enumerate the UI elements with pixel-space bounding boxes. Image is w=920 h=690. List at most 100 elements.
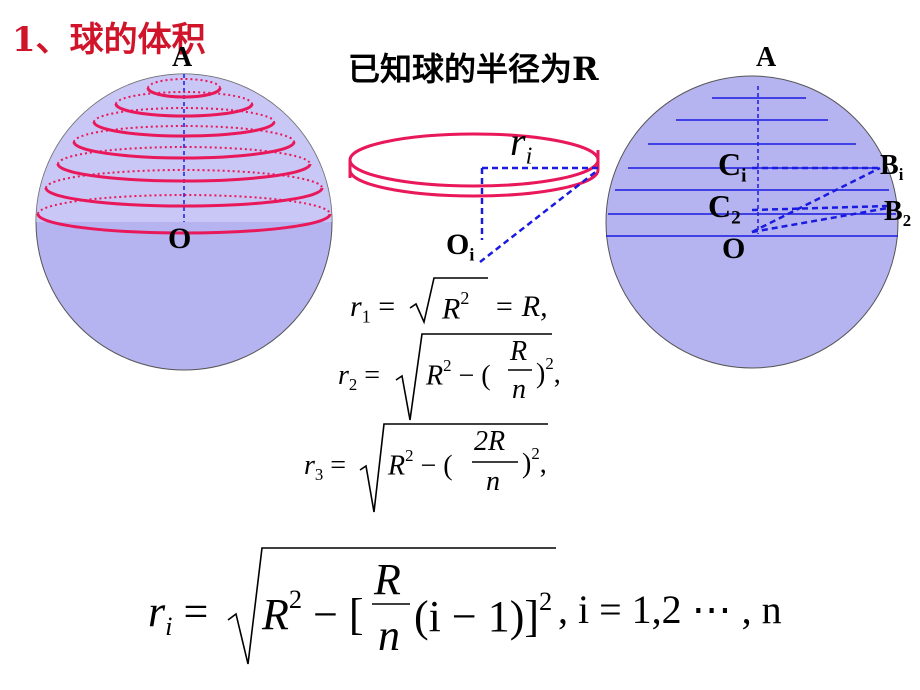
ri-exp: 2	[288, 584, 303, 614]
ri-sub: i	[165, 611, 173, 642]
ri-tail: , i = 1,2 ⋯ , n	[558, 587, 782, 632]
r1-R: R	[442, 292, 461, 326]
label-ci-main: C	[718, 146, 742, 182]
radical-r3	[359, 423, 548, 513]
problem-heading: 已知球的半径为R	[348, 50, 599, 88]
r1-symbol: r	[350, 290, 362, 323]
radical-ri	[227, 547, 556, 665]
left-rings	[36, 87, 332, 235]
formula-r3-radicand: R2 − (	[388, 446, 453, 482]
r2-frac-num: R	[510, 336, 528, 367]
ring-5	[56, 163, 312, 183]
r3-frac-num: 2R	[474, 426, 506, 457]
ri-paren-exp: 2	[539, 586, 553, 616]
ring-2	[114, 103, 254, 118]
formula-ri-radicand: R2 − [	[262, 584, 364, 640]
r2-eq: =	[364, 360, 381, 391]
middle-disc	[348, 132, 600, 263]
radical-signs	[227, 277, 556, 665]
r1-eq: =	[378, 290, 396, 323]
label-c2-main: C	[708, 188, 732, 224]
o-bi-line	[751, 166, 881, 234]
label-a-right: A	[756, 42, 777, 73]
formula-r1-radicand: R2	[442, 288, 469, 326]
right-sphere-body	[605, 75, 899, 369]
ri-paren-text: (i − 1)]	[414, 592, 539, 642]
r2-minus: − (	[458, 360, 491, 392]
ring-3	[92, 121, 276, 138]
label-b2-main: B	[884, 196, 903, 227]
ring-6	[44, 187, 324, 208]
r3-frac-den: n	[486, 466, 500, 497]
r3-close-paren: )	[522, 448, 532, 480]
formula-r3-lhs: r3 =	[304, 450, 346, 485]
r3-symbol: r	[304, 450, 315, 481]
r3-sub: 3	[314, 464, 324, 484]
r2-comma: ,	[553, 358, 561, 390]
ring-7	[36, 213, 332, 235]
fraction-bars	[372, 369, 532, 605]
label-o-right: O	[722, 232, 746, 265]
r2-symbol: r	[338, 360, 349, 391]
left-rings-back	[37, 78, 331, 215]
ri-frac-num: R	[374, 555, 401, 604]
label-ci: Ci	[718, 146, 746, 188]
label-oi-main: O	[446, 228, 470, 261]
o-b2-line	[751, 206, 889, 234]
formula-r1-tail: = R,	[494, 290, 548, 323]
formula-ri-lhs: ri =	[148, 586, 208, 642]
label-c2: C2	[708, 188, 741, 230]
right-sphere	[605, 75, 899, 369]
r2-R: R	[426, 360, 444, 392]
r3-eq: =	[330, 450, 347, 481]
label-c2-sub: 2	[731, 207, 741, 229]
label-oi-sub: i	[469, 244, 475, 265]
formula-r1: r1 =	[350, 290, 395, 327]
r2-close-exp: 2	[545, 354, 554, 373]
r3-minus: − (	[420, 450, 453, 482]
r1-exp: 2	[460, 288, 470, 308]
ri-frac-den: n	[378, 611, 400, 660]
left-sphere	[35, 73, 333, 371]
radical-r1	[409, 277, 488, 325]
formula-r2-lhs: r2 =	[338, 360, 380, 395]
label-ci-sub: i	[741, 165, 747, 187]
r3-exp: 2	[405, 446, 414, 465]
disc-bottom-front	[348, 169, 600, 198]
label-b2: B2	[884, 196, 911, 231]
label-o-left: O	[168, 222, 192, 255]
label-ri-main: r	[510, 119, 526, 164]
disc-slant	[479, 169, 599, 263]
label-bi-sub: i	[898, 164, 904, 184]
formula-r2-radicand: R2 − (	[426, 356, 491, 392]
slide-title: 1、球的体积	[12, 20, 206, 60]
r3-close-exp: 2	[531, 444, 540, 463]
label-b2-sub: 2	[902, 210, 912, 230]
r2-close: )2,	[536, 354, 561, 390]
r2-frac-den: n	[512, 374, 526, 405]
label-ri-sub: i	[525, 143, 533, 170]
ri-minus: − [	[313, 590, 364, 640]
ri-eq: =	[183, 587, 209, 636]
ri-paren: (i − 1)]2	[414, 586, 552, 642]
ri-R: R	[262, 590, 289, 640]
r1-sub: 1	[361, 306, 371, 327]
r3-close: )2,	[522, 444, 547, 480]
label-bi: Bi	[880, 150, 903, 185]
label-ri: ri	[510, 118, 532, 170]
disc-top-front	[348, 159, 600, 188]
label-a-left: A	[172, 42, 193, 73]
disc-top-rim	[348, 132, 600, 161]
label-oi: Oi	[446, 228, 474, 265]
c2-b2-line	[751, 204, 889, 212]
ring-1	[146, 87, 222, 99]
radical-r2	[395, 333, 552, 421]
ring-4	[72, 141, 296, 160]
r3-R: R	[388, 450, 406, 482]
r2-exp: 2	[443, 356, 452, 375]
r2-close-paren: )	[536, 358, 546, 390]
r3-comma: ,	[539, 448, 547, 480]
ri-symbol: r	[148, 587, 166, 636]
